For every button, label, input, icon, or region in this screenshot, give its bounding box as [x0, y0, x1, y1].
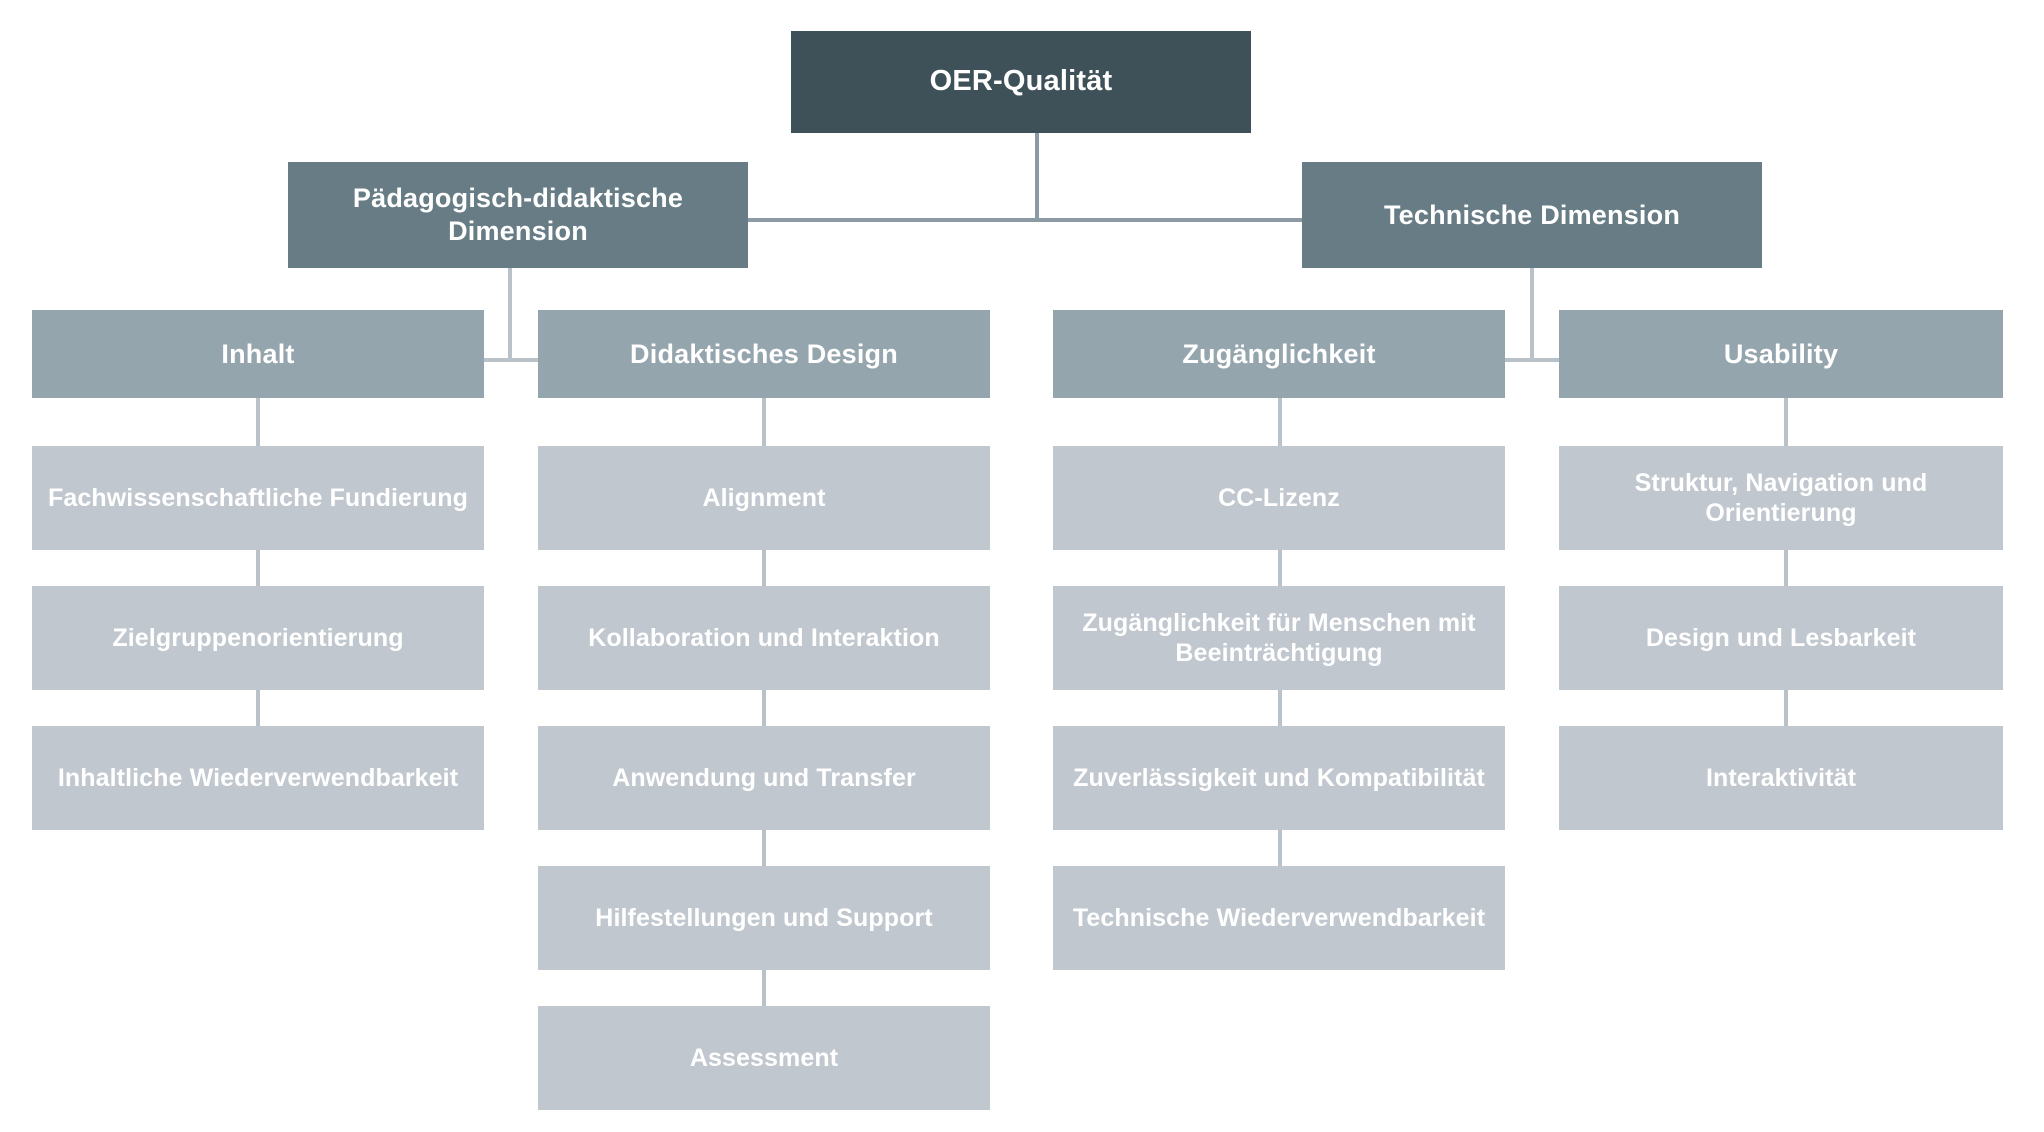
- node-label: Didaktisches Design: [630, 338, 898, 369]
- node-label: Struktur, Navigation und Orientierung: [1634, 468, 1928, 528]
- node-label: Inhaltliche Wiederverwendbarkeit: [57, 763, 459, 792]
- node-label: Zielgruppenorientierung: [112, 623, 404, 652]
- node-criterion-struktur-navigation-und-orientierung[interactable]: Struktur, Navigation und Orientierung: [1559, 446, 2003, 550]
- node-category-zugaenglichkeit[interactable]: Zugänglichkeit: [1053, 310, 1505, 398]
- connector-dimension-rail: [510, 218, 1302, 222]
- node-criterion-hilfestellungen-und-support[interactable]: Hilfestellungen und Support: [538, 866, 990, 970]
- node-category-didaktisches-design[interactable]: Didaktisches Design: [538, 310, 990, 398]
- node-criterion-technische-wiederverwendbarkeit[interactable]: Technische Wiederverwendbarkeit: [1053, 866, 1505, 970]
- node-criterion-assessment[interactable]: Assessment: [538, 1006, 990, 1110]
- node-label: Zugänglichkeit: [1182, 338, 1376, 369]
- node-label: OER-Qualität: [929, 65, 1113, 98]
- node-label: Design und Lesbarkeit: [1645, 623, 1917, 652]
- node-dimension-paedagogisch-didaktisch[interactable]: Pädagogisch-didaktische Dimension: [288, 162, 748, 268]
- node-category-usability[interactable]: Usability: [1559, 310, 2003, 398]
- node-label: Usability: [1723, 338, 1839, 369]
- node-label: Kollaboration und Interaktion: [588, 623, 940, 652]
- connector-right-category-rail: [1280, 358, 1786, 362]
- node-criterion-kollaboration-und-interaktion[interactable]: Kollaboration und Interaktion: [538, 586, 990, 690]
- connector-left-dimension-down: [508, 268, 512, 360]
- node-label: Interaktivität: [1705, 763, 1857, 792]
- node-category-inhalt[interactable]: Inhalt: [32, 310, 484, 398]
- node-label: Hilfestellungen und Support: [595, 903, 933, 932]
- node-label: Assessment: [689, 1043, 839, 1072]
- node-label: Technische Wiederverwendbarkeit: [1072, 903, 1486, 932]
- node-dimension-technisch[interactable]: Technische Dimension: [1302, 162, 1762, 268]
- connector-left-category-rail: [258, 358, 764, 362]
- node-label: CC-Lizenz: [1218, 483, 1340, 512]
- node-criterion-anwendung-und-transfer[interactable]: Anwendung und Transfer: [538, 726, 990, 830]
- connector-root-vertical: [1035, 133, 1039, 220]
- node-criterion-zuverlaessigkeit-und-kompatibilitaet[interactable]: Zuverlässigkeit und Kompatibilität: [1053, 726, 1505, 830]
- node-criterion-cc-lizenz[interactable]: CC-Lizenz: [1053, 446, 1505, 550]
- node-label: Alignment: [702, 483, 826, 512]
- node-criterion-alignment[interactable]: Alignment: [538, 446, 990, 550]
- node-criterion-inhaltliche-wiederverwendbarkeit[interactable]: Inhaltliche Wiederverwendbarkeit: [32, 726, 484, 830]
- node-criterion-zugaenglichkeit-fuer-menschen-mit-beeintraechtigung[interactable]: Zugänglichkeit für Menschen mit Beeinträ…: [1053, 586, 1505, 690]
- node-label: Fachwissenschaftliche Fundierung: [48, 483, 468, 512]
- node-label: Technische Dimension: [1383, 199, 1681, 230]
- node-label: Anwendung und Transfer: [612, 763, 916, 792]
- node-criterion-zielgruppenorientierung[interactable]: Zielgruppenorientierung: [32, 586, 484, 690]
- node-criterion-interaktivitaet[interactable]: Interaktivität: [1559, 726, 2003, 830]
- node-root-oer-qualitaet[interactable]: OER-Qualität: [791, 31, 1251, 133]
- node-criterion-fachwissenschaftliche-fundierung[interactable]: Fachwissenschaftliche Fundierung: [32, 446, 484, 550]
- node-criterion-design-und-lesbarkeit[interactable]: Design und Lesbarkeit: [1559, 586, 2003, 690]
- node-label: Pädagogisch-didaktische Dimension: [352, 183, 684, 246]
- node-label: Zuverlässigkeit und Kompatibilität: [1073, 763, 1485, 792]
- connector-right-dimension-down: [1530, 268, 1534, 360]
- node-label: Zugänglichkeit für Menschen mit Beeinträ…: [1082, 608, 1476, 668]
- node-label: Inhalt: [221, 338, 295, 369]
